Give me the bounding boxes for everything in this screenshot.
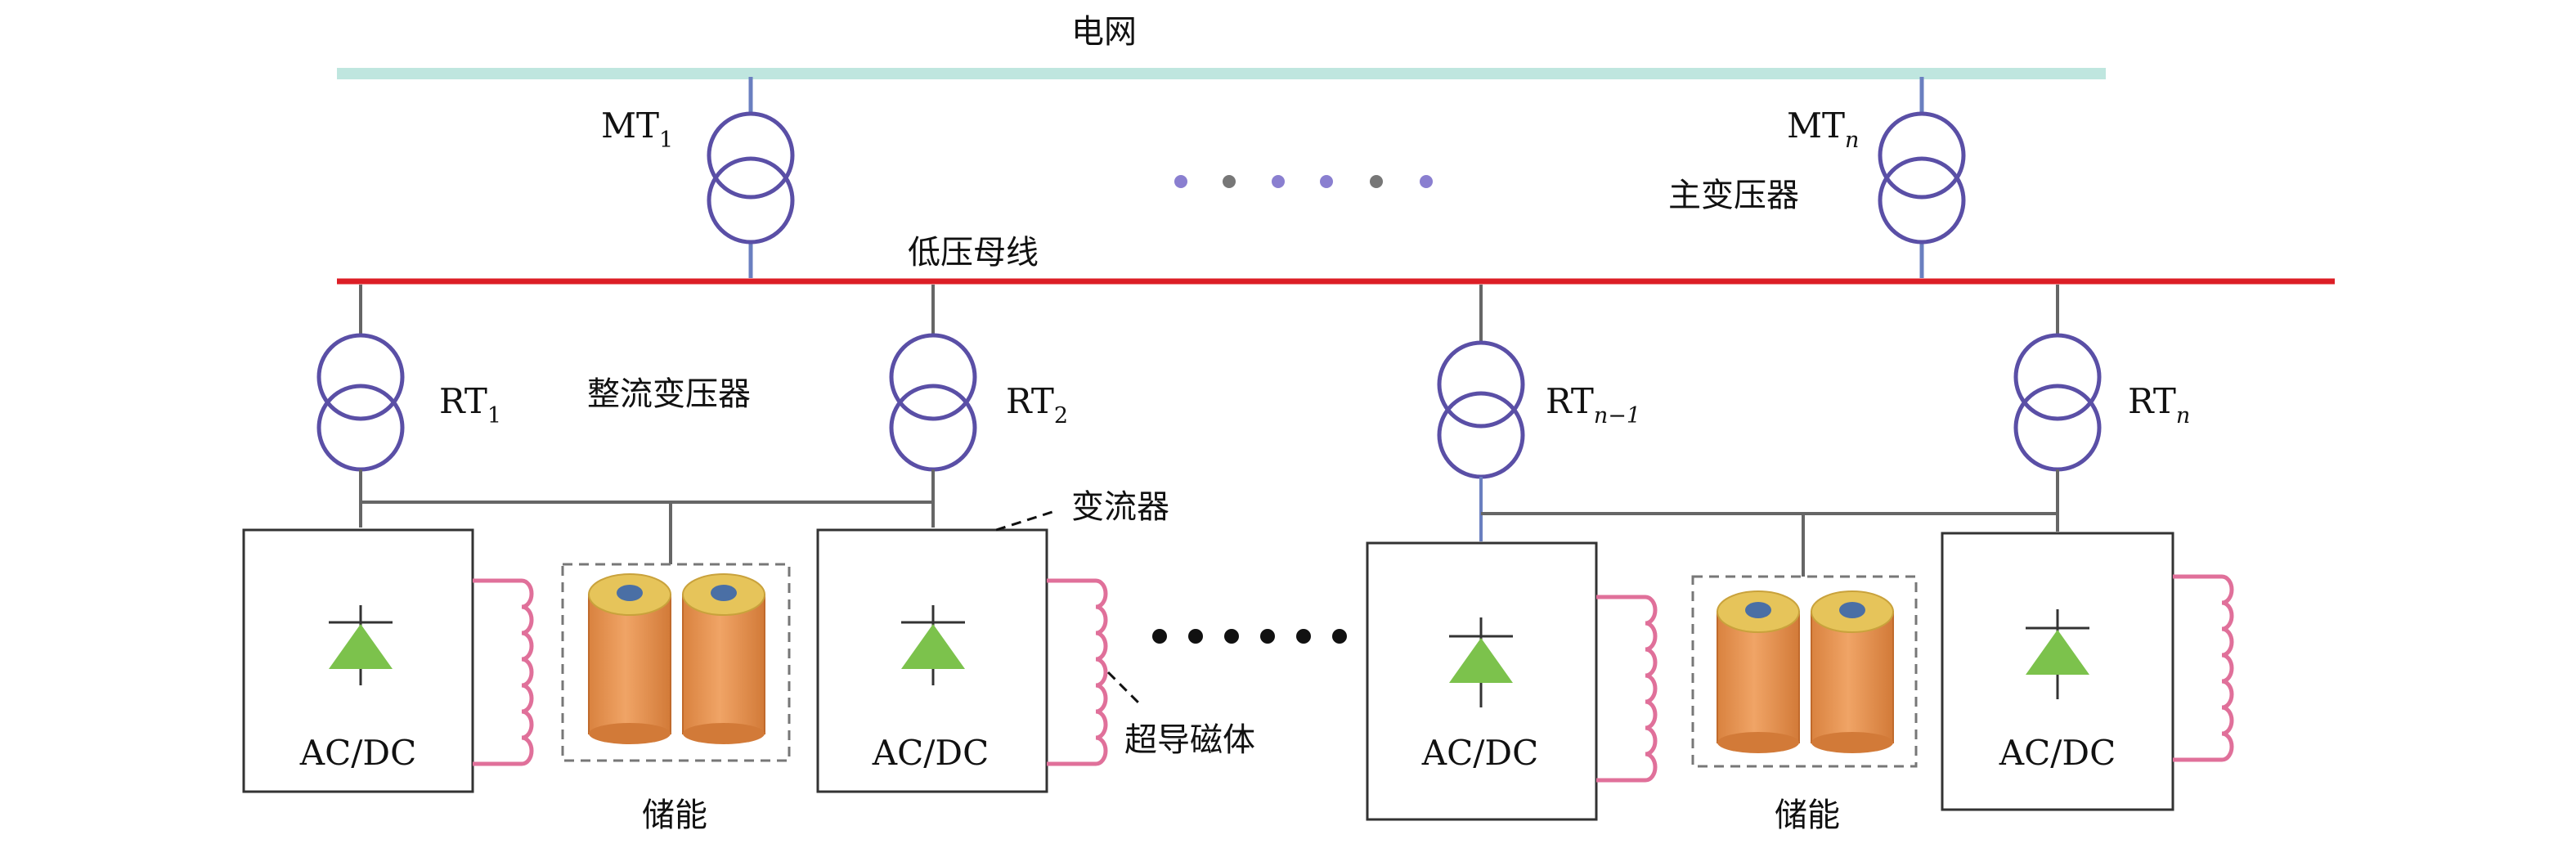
main-transformer-1-label: MT1 xyxy=(601,106,673,153)
converter-2-label: AC/DC xyxy=(872,733,989,773)
rectifier-transformer-1 xyxy=(316,285,405,528)
converter-n-minus-1: AC/DC xyxy=(1366,541,1598,821)
converter-label: 变流器 xyxy=(1071,488,1169,526)
main-transformer-1 xyxy=(707,77,795,278)
rectifier-transformer-n-minus-1-label: RTn−1 xyxy=(1546,381,1640,429)
energy-storage-1 xyxy=(561,563,791,762)
converter-1-label: AC/DC xyxy=(299,733,416,773)
superconducting-magnet-2 xyxy=(1047,578,1108,766)
converter-n: AC/DC xyxy=(1941,532,2174,811)
rectifier-transformer-2 xyxy=(889,285,977,528)
superconducting-magnet-n-minus-1 xyxy=(1596,595,1658,783)
low-voltage-bus-label: 低压母线 xyxy=(908,234,1039,272)
energy-storage-2 xyxy=(1691,575,1918,768)
rectifier-transformer-n-label: RTn xyxy=(2128,381,2190,429)
main-transformer-n xyxy=(1878,77,1966,278)
main-transformer-n-label: MTn xyxy=(1787,106,1859,153)
converter-n-label: AC/DC xyxy=(1999,733,2116,773)
converter-ellipsis xyxy=(1152,629,1347,644)
storage-feeder-right xyxy=(1481,512,2058,577)
main-transformer-ellipsis xyxy=(1174,175,1433,188)
energy-storage-1-label: 储能 xyxy=(642,797,707,834)
superconducting-magnet-n xyxy=(2173,574,2234,762)
rectifier-transformer-2-label: RT2 xyxy=(1006,381,1068,429)
magnet-callout-line xyxy=(1106,671,1142,707)
main-transformer-label: 主变压器 xyxy=(1668,177,1799,214)
rectifier-transformer-label: 整流变压器 xyxy=(587,375,751,413)
storage-feeder-left xyxy=(361,501,933,564)
rectifier-transformer-n-minus-1 xyxy=(1437,285,1525,541)
superconducting-magnet-1 xyxy=(473,578,534,766)
rectifier-transformer-1-label: RT1 xyxy=(439,381,501,429)
converter-1: AC/DC xyxy=(242,528,474,793)
rectifier-transformer-n xyxy=(2013,285,2102,532)
energy-storage-2-label: 储能 xyxy=(1775,797,1840,834)
superconducting-magnet-label: 超导磁体 xyxy=(1124,721,1255,759)
converter-callout-line xyxy=(995,510,1056,532)
converter-2: AC/DC xyxy=(816,528,1048,793)
converter-n-minus-1-label: AC/DC xyxy=(1421,733,1538,773)
grid-label: 电网 xyxy=(1071,13,1137,51)
